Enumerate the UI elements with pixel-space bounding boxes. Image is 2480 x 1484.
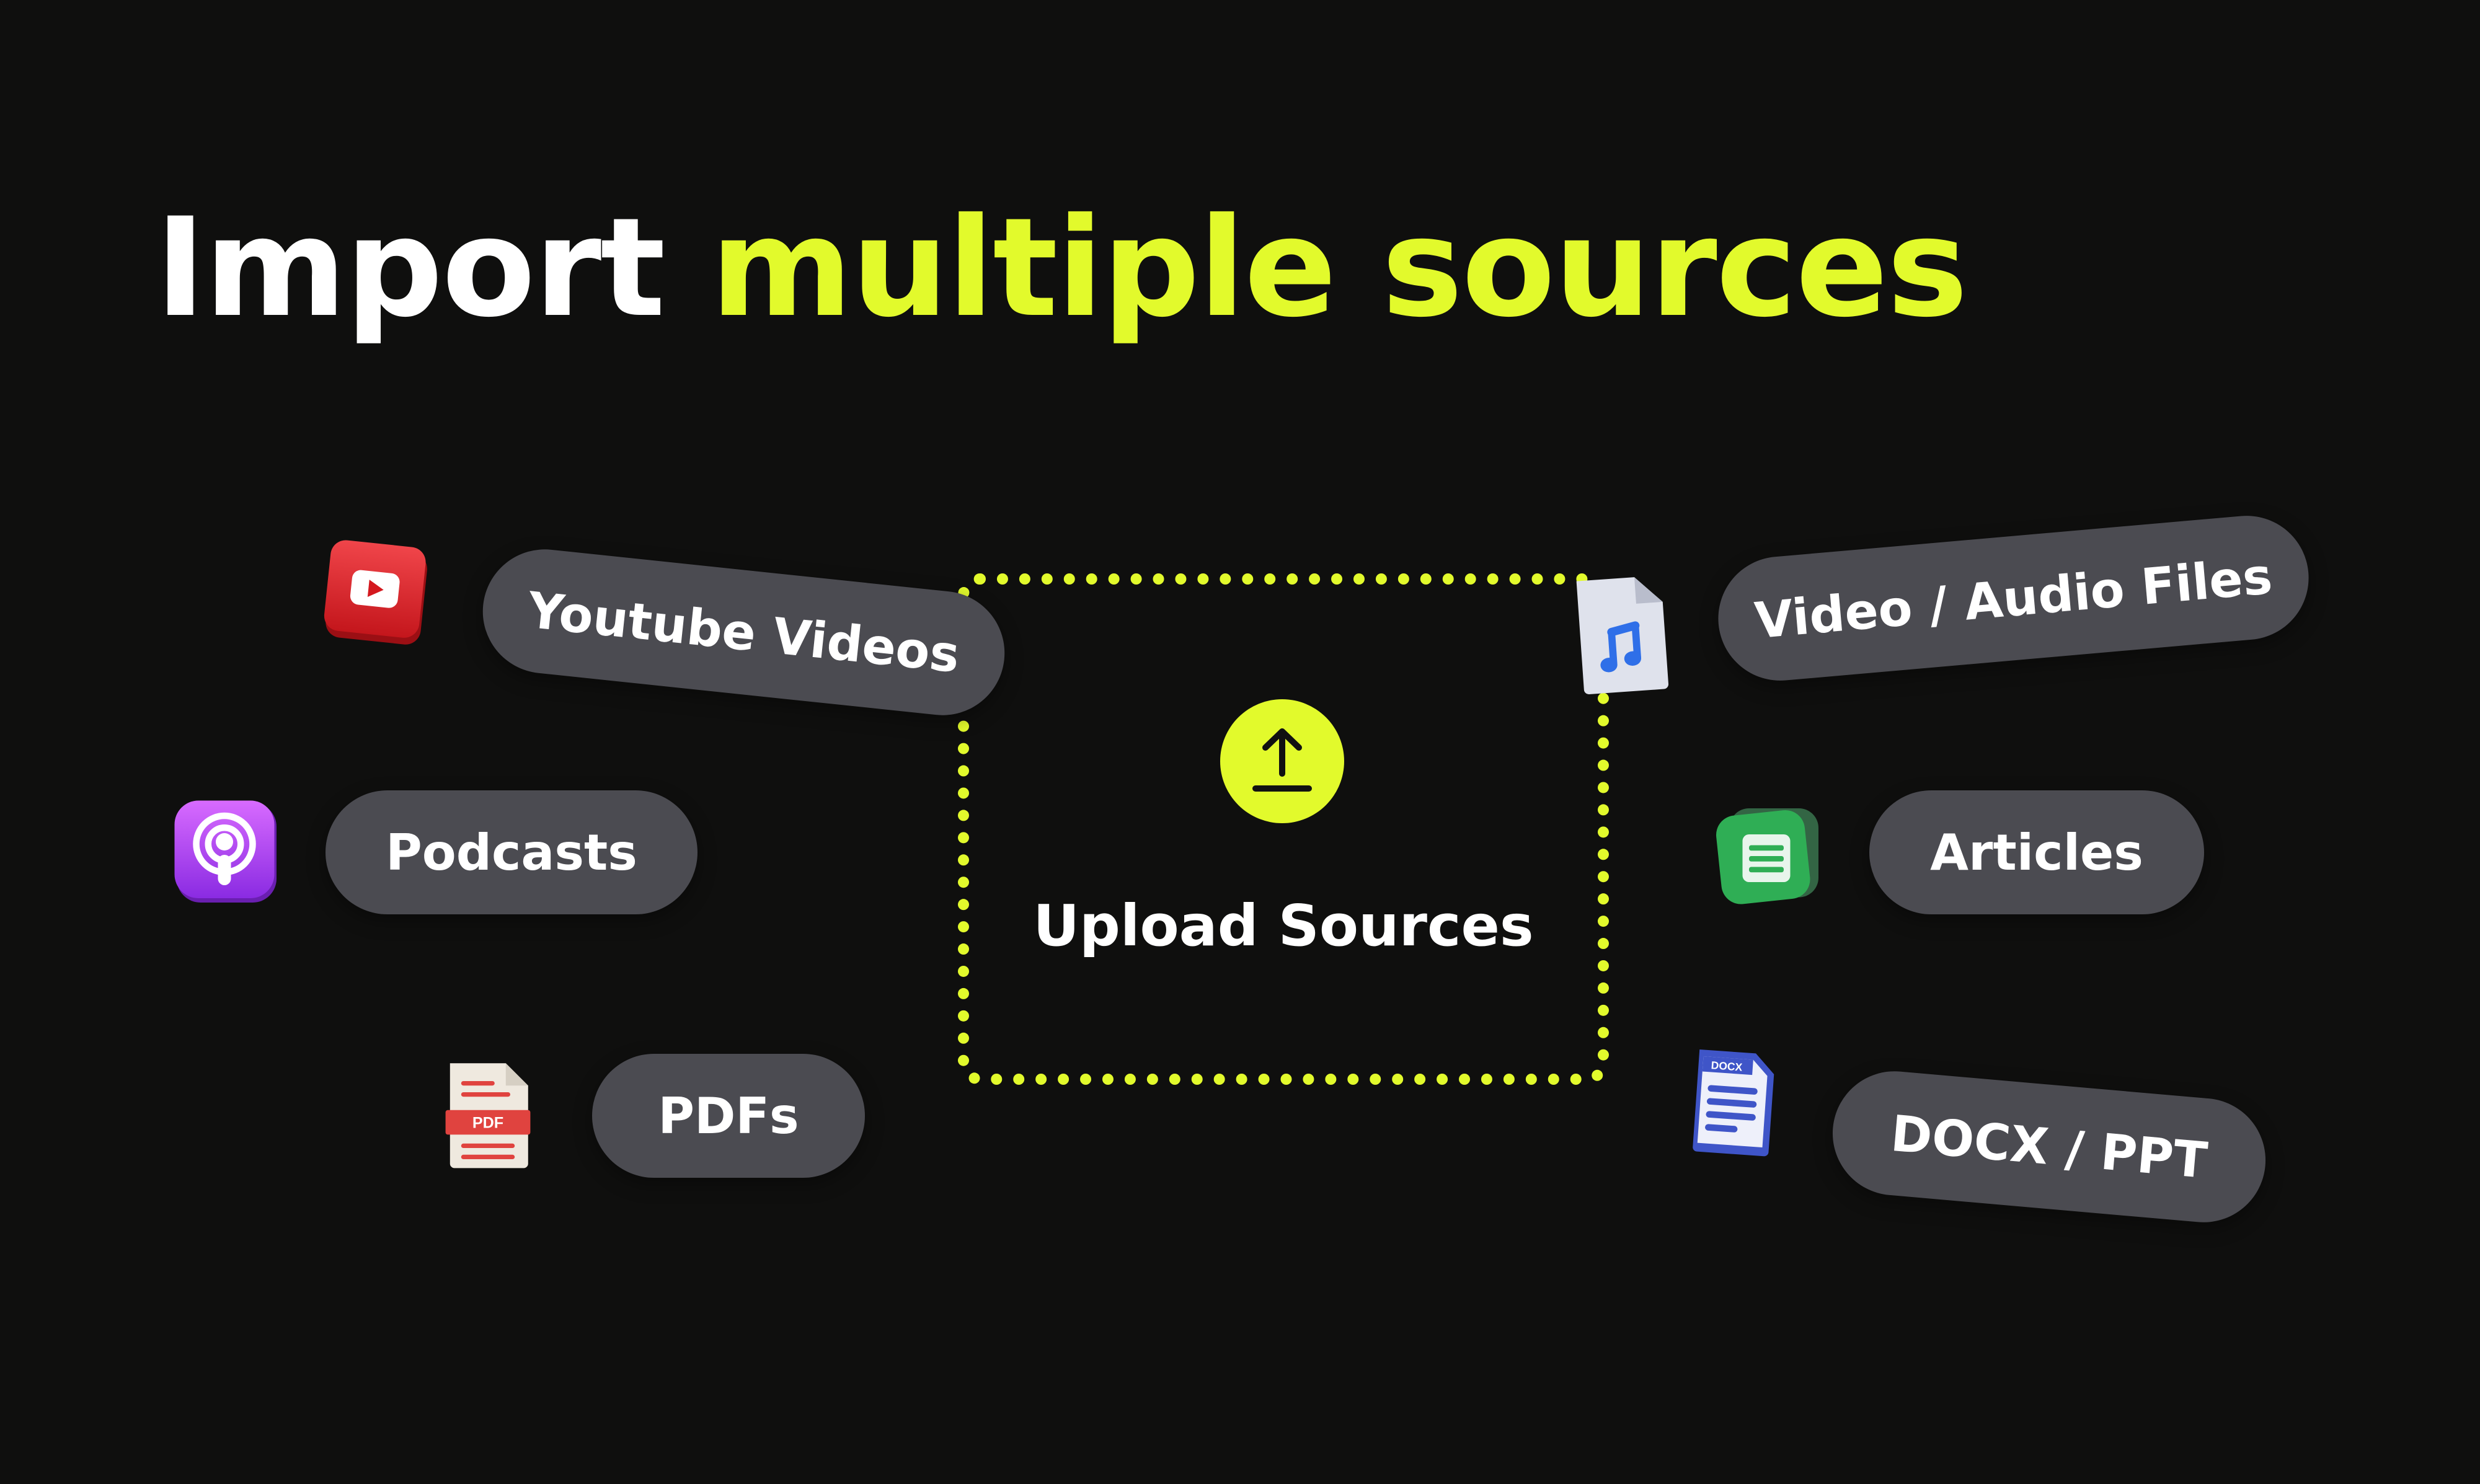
- source-pill-articles[interactable]: Articles: [1869, 790, 2204, 914]
- source-pill-pdfs[interactable]: PDFs: [592, 1054, 865, 1178]
- pdf-file-icon: PDF: [441, 1059, 534, 1170]
- upload-arrow-icon: [1252, 728, 1312, 792]
- docx-icon-text: DOCX: [1711, 1059, 1743, 1074]
- podcast-icon: [172, 798, 281, 907]
- title-accent: multiple sources: [710, 188, 1968, 347]
- upload-button[interactable]: [1220, 699, 1344, 823]
- source-label: Articles: [1930, 823, 2143, 881]
- upload-drop-zone[interactable]: [958, 573, 1609, 1085]
- page-title: Import multiple sources: [155, 186, 1968, 350]
- source-label: DOCX / PPT: [1889, 1104, 2210, 1190]
- source-pill-video-audio-files[interactable]: Video / Audio Files: [1713, 510, 2314, 686]
- source-label: PDFs: [658, 1087, 799, 1145]
- pdf-icon-text: PDF: [472, 1115, 503, 1132]
- upload-label: Upload Sources: [1033, 893, 1534, 959]
- source-label: Video / Audio Files: [1752, 547, 2275, 650]
- source-pill-docx-ppt[interactable]: DOCX / PPT: [1827, 1066, 2271, 1228]
- youtube-icon: [317, 534, 436, 653]
- article-icon: [1714, 800, 1823, 908]
- title-plain: Import: [155, 188, 711, 347]
- docx-file-icon: DOCX: [1683, 1045, 1783, 1159]
- source-pill-youtube-videos[interactable]: Youtube Videos: [476, 543, 1011, 722]
- source-label: Podcasts: [386, 823, 637, 881]
- audio-file-icon: [1567, 570, 1675, 698]
- source-label: Youtube Videos: [525, 581, 962, 684]
- source-pill-podcasts[interactable]: Podcasts: [326, 790, 698, 914]
